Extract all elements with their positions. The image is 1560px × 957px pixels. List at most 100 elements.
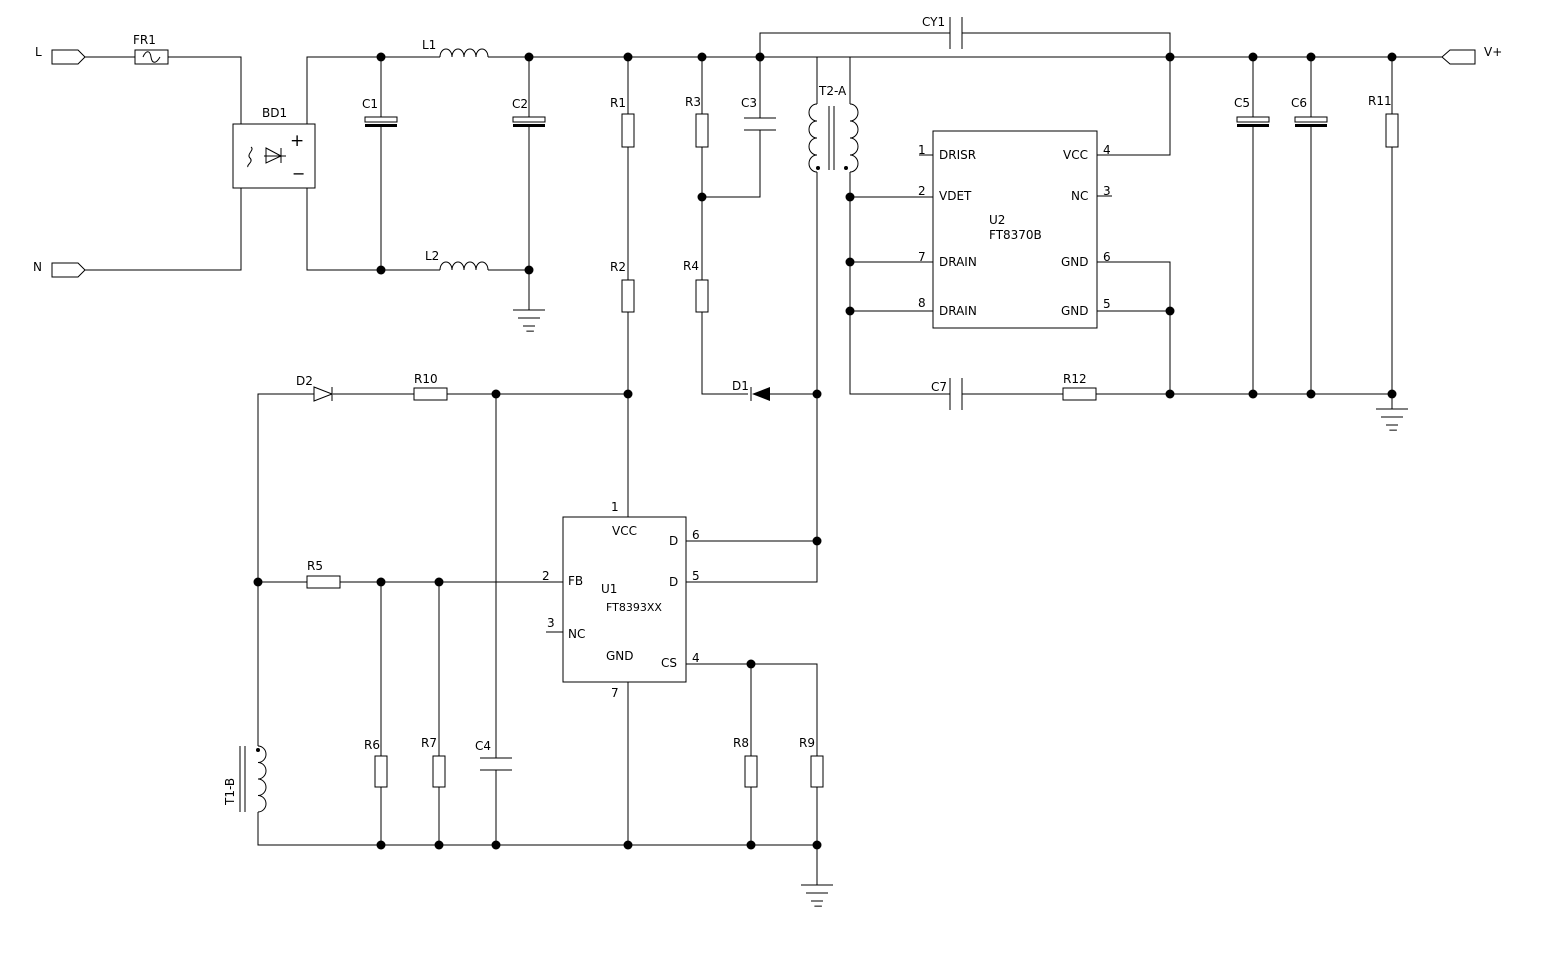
t2a-label: T2-A (818, 84, 847, 98)
u1-pin6-num: 6 (692, 528, 700, 542)
ground-3: − (801, 884, 833, 913)
ic-U2: U2 FT8370B 1 DRISR 2 VDET 7 DRAIN 8 DRAI… (918, 130, 1111, 329)
cap-C1: C1 (362, 97, 398, 127)
r8-label: R8 (733, 736, 749, 750)
r12-label: R12 (1063, 372, 1087, 386)
u1-pin6-name: D (669, 534, 678, 548)
cy1-label: CY1 (922, 15, 945, 29)
u2-pin3-num: 3 (1103, 184, 1111, 198)
junctions (253, 52, 1397, 850)
resistor-R10: R10 (413, 372, 448, 401)
ground-1: − (513, 309, 545, 338)
u1-pin4-num: 4 (692, 651, 700, 665)
r2-label: R2 (610, 260, 626, 274)
resistor-R8: R8 (733, 736, 758, 788)
u2-pin2-name: VDET (939, 189, 972, 203)
u2-pin1-name: DRISR (939, 148, 976, 162)
cap-C6: C6 (1291, 96, 1328, 127)
u1-pin2-num: 2 (542, 569, 550, 583)
fr1-label: FR1 (133, 33, 156, 47)
cap-C4: C4 (475, 739, 512, 771)
ground-3-mark: − (813, 899, 823, 913)
u1-pin4-name: CS (661, 656, 677, 670)
cap-CY1: CY1 (922, 15, 963, 49)
bridge-BD1: + − BD1 (232, 106, 316, 189)
r5-label: R5 (307, 559, 323, 573)
r9-label: R9 (799, 736, 815, 750)
port-L: L (35, 45, 86, 65)
resistor-R6: R6 (364, 738, 388, 788)
u2-pin7-num: 7 (918, 250, 926, 264)
inductor-L1: L1 (422, 38, 489, 58)
u2-pin8-name: DRAIN (939, 304, 977, 318)
diode-D2: D2 (296, 374, 334, 402)
r10-label: R10 (414, 372, 438, 386)
c2-label: C2 (512, 97, 528, 111)
ground-2-mark: − (1388, 423, 1398, 437)
port-N-label: N (33, 260, 42, 274)
resistor-R11: R11 (1368, 94, 1399, 148)
c3-label: C3 (741, 96, 757, 110)
l2-label: L2 (425, 249, 439, 263)
resistor-R1: R1 (610, 96, 635, 148)
diode-D1: D1 (732, 379, 770, 401)
u1-pin7-num: 7 (611, 686, 619, 700)
u2-part: FT8370B (989, 228, 1042, 242)
bd1-plus: + (290, 131, 304, 151)
c1-label: C1 (362, 97, 378, 111)
transformer-T2A: T2-A (808, 84, 859, 173)
resistor-R7: R7 (421, 736, 446, 788)
u1-pin5-num: 5 (692, 569, 700, 583)
bd1-minus: − (292, 164, 305, 183)
u2-pin5-num: 5 (1103, 297, 1111, 311)
r1-label: R1 (610, 96, 626, 110)
u2-pin5-name: GND (1061, 304, 1089, 318)
u1-part: FT8393XX (606, 601, 662, 614)
u1-pin1-num: 1 (611, 500, 619, 514)
u2-pin6-name: GND (1061, 255, 1089, 269)
c7-label: C7 (931, 380, 947, 394)
u1-pin5-name: D (669, 575, 678, 589)
u2-pin4-name: VCC (1063, 148, 1088, 162)
u2-ref: U2 (989, 213, 1005, 227)
r7-label: R7 (421, 736, 437, 750)
r6-label: R6 (364, 738, 380, 752)
u2-pin6-num: 6 (1103, 250, 1111, 264)
t1b-label: T1-B (223, 778, 237, 806)
fuse-FR1: FR1 (133, 33, 169, 65)
port-N: N (33, 260, 86, 278)
d1-label: D1 (732, 379, 749, 393)
u1-pin7-name: GND (606, 649, 634, 663)
u1-pin1-name: VCC (612, 524, 637, 538)
port-vplus-label: V+ (1484, 45, 1502, 59)
ground-1-mark: − (525, 324, 535, 338)
resistor-R12: R12 (1062, 372, 1097, 401)
u2-pin4-num: 4 (1103, 143, 1111, 157)
transformer-T1B: T1-B (223, 745, 267, 813)
resistor-R3: R3 (685, 95, 709, 148)
u2-pin1-num: 1 (918, 143, 926, 157)
inductor-L2: L2 (425, 249, 489, 271)
u2-pin7-name: DRAIN (939, 255, 977, 269)
u1-pin3-num: 3 (547, 616, 555, 630)
cap-C3: C3 (741, 96, 776, 131)
u1-ref: U1 (601, 582, 617, 596)
u1-pin2-name: FB (568, 574, 583, 588)
resistor-R5: R5 (306, 559, 341, 589)
c5-label: C5 (1234, 96, 1250, 110)
bd1-label: BD1 (262, 106, 287, 120)
resistor-R4: R4 (683, 259, 709, 313)
u1-pin3-name: NC (568, 627, 585, 641)
ground-2: − (1376, 408, 1408, 437)
resistor-R9: R9 (799, 736, 824, 788)
r11-label: R11 (1368, 94, 1392, 108)
c6-label: C6 (1291, 96, 1307, 110)
cap-C7: C7 (931, 378, 963, 410)
r4-label: R4 (683, 259, 699, 273)
ic-U1: U1 FT8393XX 1 VCC 2 FB 3 NC 4 CS 5 D 6 D… (542, 500, 700, 700)
port-L-label: L (35, 45, 42, 59)
u2-pin3-name: NC (1071, 189, 1088, 203)
resistor-R2: R2 (610, 260, 635, 313)
cap-C2: C2 (512, 97, 546, 127)
